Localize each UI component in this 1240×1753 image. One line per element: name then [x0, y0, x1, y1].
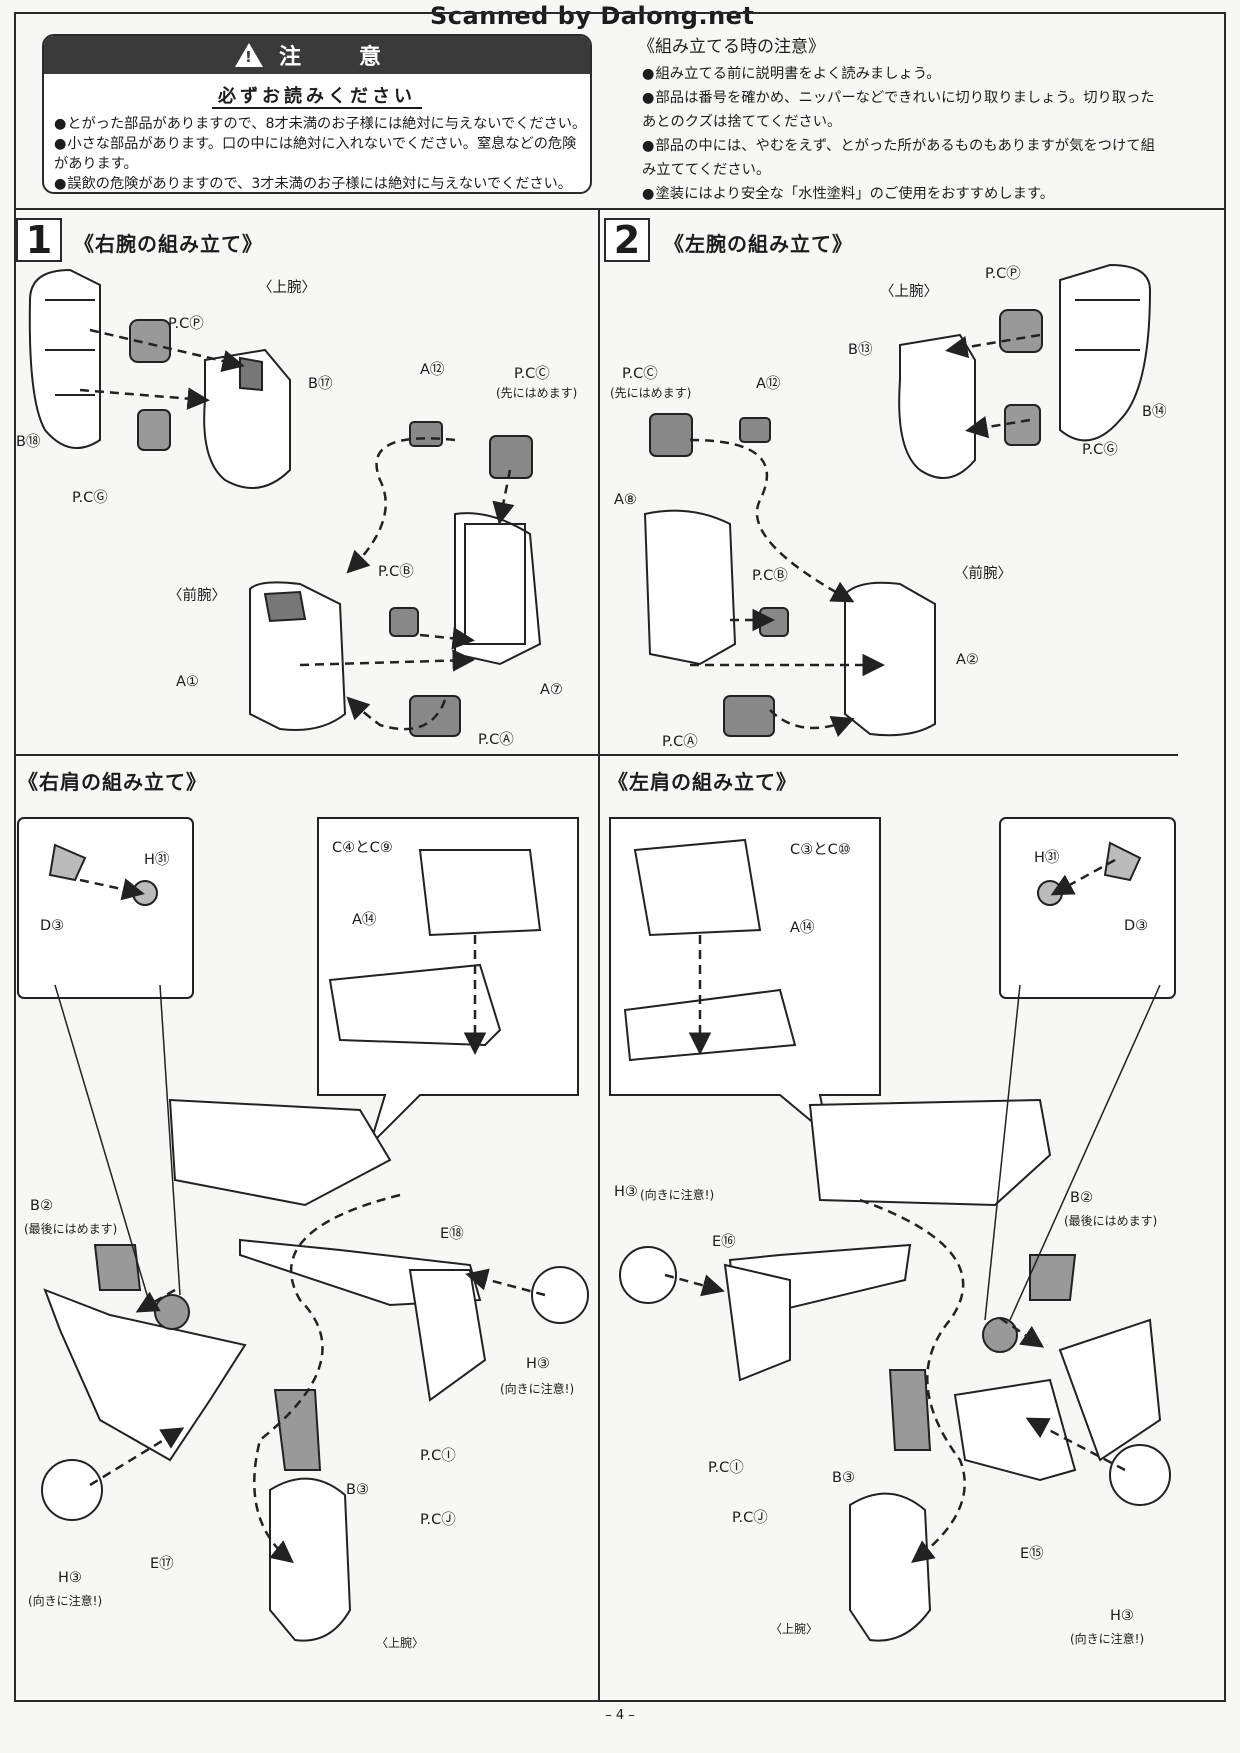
label-pc-c-note: (先にはめます)	[610, 386, 692, 400]
label-b3: B③	[832, 1470, 855, 1486]
left-section-divider	[14, 754, 599, 756]
label-b2-note: (最後にはめます)	[1064, 1214, 1158, 1228]
label-upper-arm: 〈上腕〉	[880, 284, 938, 300]
label-pc-j: P.CⒿ	[732, 1510, 768, 1526]
left-shoulder-title: 《左肩の組み立て》	[608, 770, 797, 794]
label-a14: A⑭	[790, 920, 815, 936]
assembly-notes-list: 組み立てる前に説明書をよく読みましょう。 部品は番号を確かめ、ニッパーなどできれ…	[642, 62, 1162, 206]
label-h3-right-note: (向きに注意!)	[500, 1382, 575, 1396]
label-c4-c9: C④とC⑨	[332, 840, 393, 856]
label-forearm: 〈前腕〉	[954, 566, 1012, 582]
page-frame	[14, 12, 1226, 1702]
label-pc-c: P.CⒸ	[514, 366, 550, 382]
label-h3-bottom: H③	[1110, 1608, 1134, 1624]
label-pc-b: P.CⒷ	[378, 564, 414, 580]
left-upper-arm-diagram	[898, 263, 1152, 479]
label-a2: A②	[956, 652, 979, 668]
label-forearm: 〈前腕〉	[168, 588, 226, 604]
right-shoulder-diagram	[17, 817, 589, 1642]
label-b17: B⑰	[308, 376, 333, 392]
label-pc-p: P.CⓅ	[985, 266, 1021, 282]
caution-title: 注 意	[278, 45, 399, 70]
label-pc-c-note: (先にはめます)	[496, 386, 578, 400]
label-b18: B⑱	[16, 434, 41, 450]
label-a8: A⑧	[614, 492, 637, 508]
right-section-divider	[598, 754, 1178, 756]
label-b2-note: (最後にはめます)	[24, 1222, 118, 1236]
label-upper-arm: 〈上腕〉	[770, 1622, 819, 1636]
label-pc-g: P.CⒼ	[72, 490, 108, 506]
assembly-notes-title: 《組み立てる時の注意》	[638, 37, 825, 57]
label-a14: A⑭	[352, 912, 377, 928]
header-divider	[14, 208, 1226, 210]
note-item: 部品は番号を確かめ、ニッパーなどできれいに切り取りましょう。切り取ったあとのクズ…	[642, 86, 1162, 134]
label-pc-g: P.CⒼ	[1082, 442, 1118, 458]
label-h31: H㉛	[1034, 850, 1060, 866]
label-h3-bottom-note: (向きに注意!)	[1070, 1632, 1145, 1646]
left-forearm-diagram	[643, 413, 936, 737]
label-c3-c10: C③とC⑩	[790, 842, 851, 858]
label-e15: E⑮	[1020, 1546, 1044, 1562]
label-b13: B⑬	[848, 342, 873, 358]
note-item: 部品の中には、やむをえず、とがった所があるものもありますが気をつけて組み立ててく…	[642, 134, 1162, 182]
label-e16: E⑯	[712, 1234, 736, 1250]
caution-item: とがった部品がありますので、8才未満のお子様には絶対に与えないでください。	[54, 114, 590, 134]
label-upper-arm: 〈上腕〉	[258, 280, 316, 296]
label-b2: B②	[30, 1198, 53, 1214]
label-d3: D③	[1124, 918, 1149, 934]
label-b3: B③	[346, 1482, 369, 1498]
label-pc-i: P.CⒾ	[420, 1448, 456, 1464]
label-b14: B⑭	[1142, 404, 1167, 420]
label-b2: B②	[1070, 1190, 1093, 1206]
label-h31: H㉛	[144, 852, 170, 868]
label-upper-arm: 〈上腕〉	[376, 1636, 425, 1650]
caution-box: ! 注 意 必ずお読みください とがった部品がありますので、8才未満のお子様には…	[42, 34, 592, 194]
step1-title: 《右腕の組み立て》	[74, 232, 263, 256]
caution-subtitle: 必ずお読みください	[44, 82, 590, 109]
left-shoulder-diagram	[609, 817, 1176, 1642]
step2-title: 《左腕の組み立て》	[664, 232, 853, 256]
label-h3-top-note: (向きに注意!)	[640, 1188, 715, 1202]
label-a12: A⑫	[756, 376, 781, 392]
label-h3-top: H③	[614, 1184, 638, 1200]
warning-icon: !	[234, 43, 263, 67]
caution-item: 小さな部品があります。口の中には絶対に入れないでください。窒息などの危険がありま…	[54, 134, 590, 174]
label-pc-a: P.CⒶ	[478, 732, 514, 748]
column-divider	[598, 208, 600, 1702]
right-upper-arm-diagram	[28, 268, 291, 489]
label-d3: D③	[40, 918, 65, 934]
note-item: 塗装にはより安全な「水性塗料」のご使用をおすすめします。	[642, 182, 1162, 206]
label-h3-right: H③	[526, 1356, 550, 1372]
label-e17: E⑰	[150, 1556, 174, 1572]
label-h3-left-note: (向きに注意!)	[28, 1594, 103, 1608]
step-number-1: 1	[16, 218, 62, 262]
label-pc-a: P.CⒶ	[662, 734, 698, 750]
scanner-watermark: Scanned by Dalong.net	[430, 2, 755, 30]
caution-header: ! 注 意	[44, 36, 590, 74]
caution-list: とがった部品がありますので、8才未満のお子様には絶対に与えないでください。 小さ…	[54, 114, 590, 192]
label-pc-j: P.CⒿ	[420, 1512, 456, 1528]
page-number: – 4 –	[605, 1708, 635, 1723]
right-shoulder-title: 《右肩の組み立て》	[18, 770, 207, 794]
label-e18: E⑱	[440, 1226, 464, 1242]
label-pc-i: P.CⒾ	[708, 1460, 744, 1476]
step-number-2: 2	[604, 218, 650, 262]
label-h3-left: H③	[58, 1570, 82, 1586]
label-pc-c: P.CⒸ	[622, 366, 658, 382]
label-a12: A⑫	[420, 362, 445, 378]
label-a1: A①	[176, 674, 199, 690]
label-pc-p: P.CⓅ	[168, 316, 204, 332]
label-a7: A⑦	[540, 682, 563, 698]
caution-item: 誤飲の危険がありますので、3才未満のお子様には絶対に与えないでください。	[54, 174, 590, 192]
label-pc-b: P.CⒷ	[752, 568, 788, 584]
note-item: 組み立てる前に説明書をよく読みましょう。	[642, 62, 1162, 86]
